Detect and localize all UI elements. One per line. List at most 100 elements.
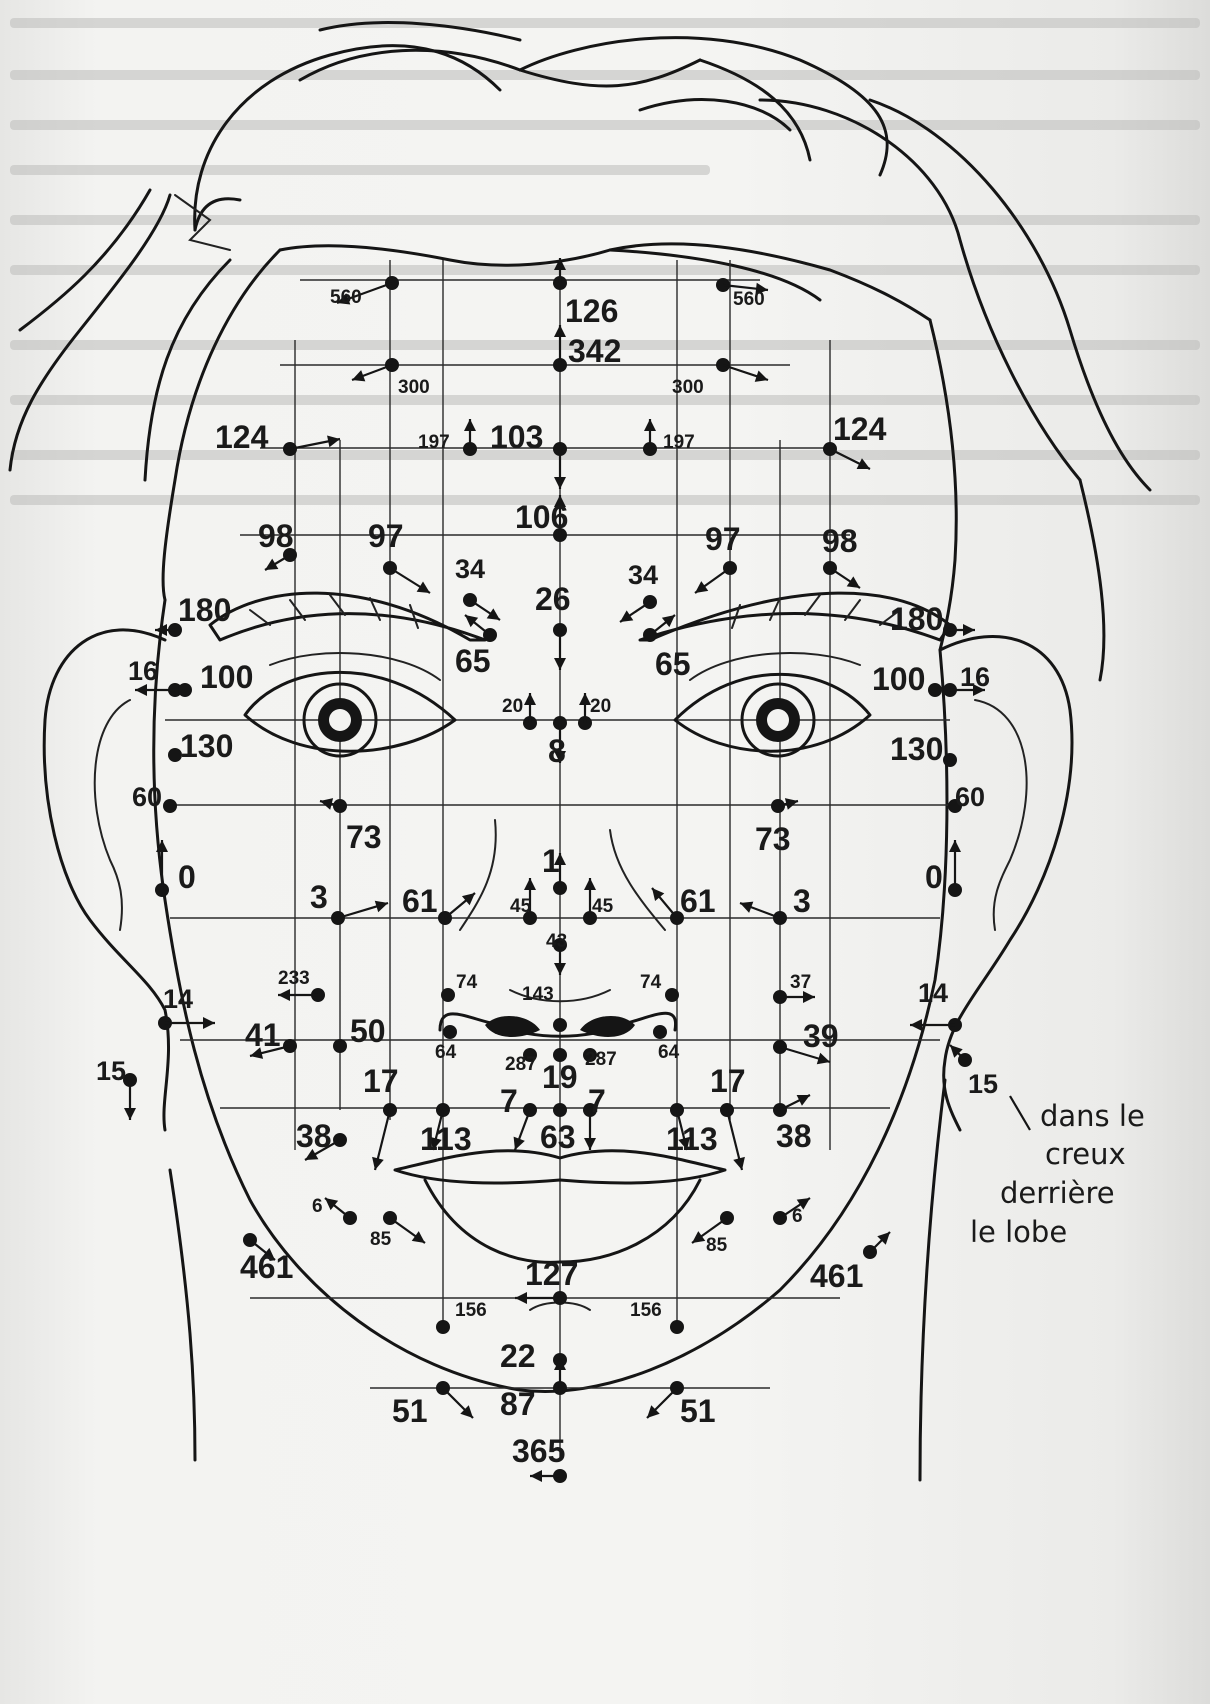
point-label: 130	[890, 731, 943, 767]
point-label: 16	[128, 656, 158, 686]
point-label: 87	[500, 1386, 536, 1422]
reflex-point-dot	[443, 1025, 457, 1039]
point-label: 41	[245, 1017, 281, 1053]
point-label: 560	[330, 287, 362, 308]
point-label: 100	[200, 659, 253, 695]
arrow-head	[524, 878, 536, 890]
point-label: 14	[163, 984, 193, 1014]
point-label: 39	[803, 1018, 839, 1054]
point-label: 38	[776, 1118, 812, 1154]
point-label: 65	[655, 646, 691, 682]
point-label: 7	[500, 1083, 518, 1119]
arrow-head	[963, 624, 975, 636]
point-label: 45	[592, 896, 614, 917]
arrow-head	[644, 419, 656, 431]
reflex-point-dot	[178, 683, 192, 697]
left-eye	[245, 653, 455, 756]
point-label: 38	[296, 1118, 332, 1154]
point-label: 16	[960, 662, 990, 692]
reflex-point-dot	[943, 753, 957, 767]
reflex-point-dot	[553, 1018, 567, 1032]
point-label: 156	[630, 1300, 662, 1321]
arrow-head	[327, 435, 340, 447]
point-label: 73	[346, 819, 382, 855]
point-label: 64	[658, 1042, 680, 1063]
reflex-point-dot	[333, 1039, 347, 1053]
point-label: 461	[240, 1249, 293, 1285]
point-label: 51	[680, 1393, 716, 1429]
arrow-head	[847, 576, 860, 588]
point-label: 365	[512, 1433, 565, 1469]
arrow-head	[584, 878, 596, 890]
point-label: 17	[710, 1063, 746, 1099]
arrow-head	[554, 658, 566, 670]
point-label: 17	[363, 1063, 399, 1099]
point-label: 74	[456, 972, 478, 993]
point-label: 34	[628, 560, 658, 590]
point-label: 98	[258, 518, 294, 554]
point-label: 97	[368, 518, 404, 554]
arrow-head	[554, 963, 566, 975]
arrow-head	[278, 989, 290, 1001]
arrow-head	[817, 1053, 830, 1064]
point-label: 51	[392, 1393, 428, 1429]
arrow-head	[375, 901, 388, 912]
point-label: 124	[215, 419, 269, 455]
reflex-point-dot	[928, 683, 942, 697]
arrow-head	[584, 1138, 596, 1150]
point-label: 7	[588, 1083, 606, 1119]
arrow-head	[465, 615, 478, 627]
arrow-head	[695, 581, 708, 593]
arrow-head	[662, 615, 675, 627]
point-label: 197	[418, 432, 450, 453]
point-label: 342	[568, 333, 621, 369]
point-label: 287	[585, 1049, 617, 1070]
point-label: 97	[705, 521, 741, 557]
reflex-point-dot	[670, 1320, 684, 1334]
point-label: 74	[640, 972, 662, 993]
arrow-head	[487, 608, 500, 620]
arrow-head	[910, 1019, 922, 1031]
point-label: 61	[680, 883, 716, 919]
point-label: 100	[872, 661, 925, 697]
reflex-point-dot	[665, 988, 679, 1002]
point-label: 14	[918, 978, 948, 1008]
right-eye	[675, 653, 870, 756]
point-label: 1	[542, 843, 560, 879]
reflex-point-dot	[553, 1103, 567, 1117]
reflex-point-dot	[653, 1025, 667, 1039]
point-label: 22	[500, 1338, 536, 1374]
point-label: 19	[542, 1059, 578, 1095]
arrow-head	[515, 1292, 527, 1304]
point-label: 63	[540, 1119, 576, 1155]
arrow-head	[524, 693, 536, 705]
bleed-through-text	[10, 18, 1200, 505]
point-label: 50	[350, 1013, 386, 1049]
annotation-line-2: creux	[1045, 1137, 1126, 1171]
point-label: 103	[490, 419, 543, 455]
point-label: 106	[515, 499, 568, 535]
point-label: 300	[672, 377, 704, 398]
arrow-head	[417, 582, 430, 593]
point-label: 60	[955, 782, 985, 812]
annotation-line-3: derrière	[1000, 1176, 1115, 1210]
point-label: 130	[180, 728, 233, 764]
arrow-head	[320, 798, 333, 810]
arrow-head	[372, 1157, 384, 1170]
arrow-head	[530, 1470, 542, 1482]
point-label: 20	[502, 696, 523, 717]
arrow-head	[412, 1231, 425, 1243]
point-label: 233	[278, 968, 310, 989]
arrow-head	[692, 1231, 705, 1243]
point-label: 85	[706, 1235, 728, 1256]
arrow-head	[733, 1157, 745, 1170]
point-label: 287	[505, 1054, 537, 1075]
point-label: 197	[663, 432, 695, 453]
point-label: 143	[522, 984, 554, 1005]
eyebrows	[210, 593, 950, 640]
point-label: 6	[312, 1196, 323, 1217]
annotation-line-4: le lobe	[970, 1215, 1067, 1249]
reflex-point-dot	[441, 988, 455, 1002]
point-label: 61	[402, 883, 438, 919]
